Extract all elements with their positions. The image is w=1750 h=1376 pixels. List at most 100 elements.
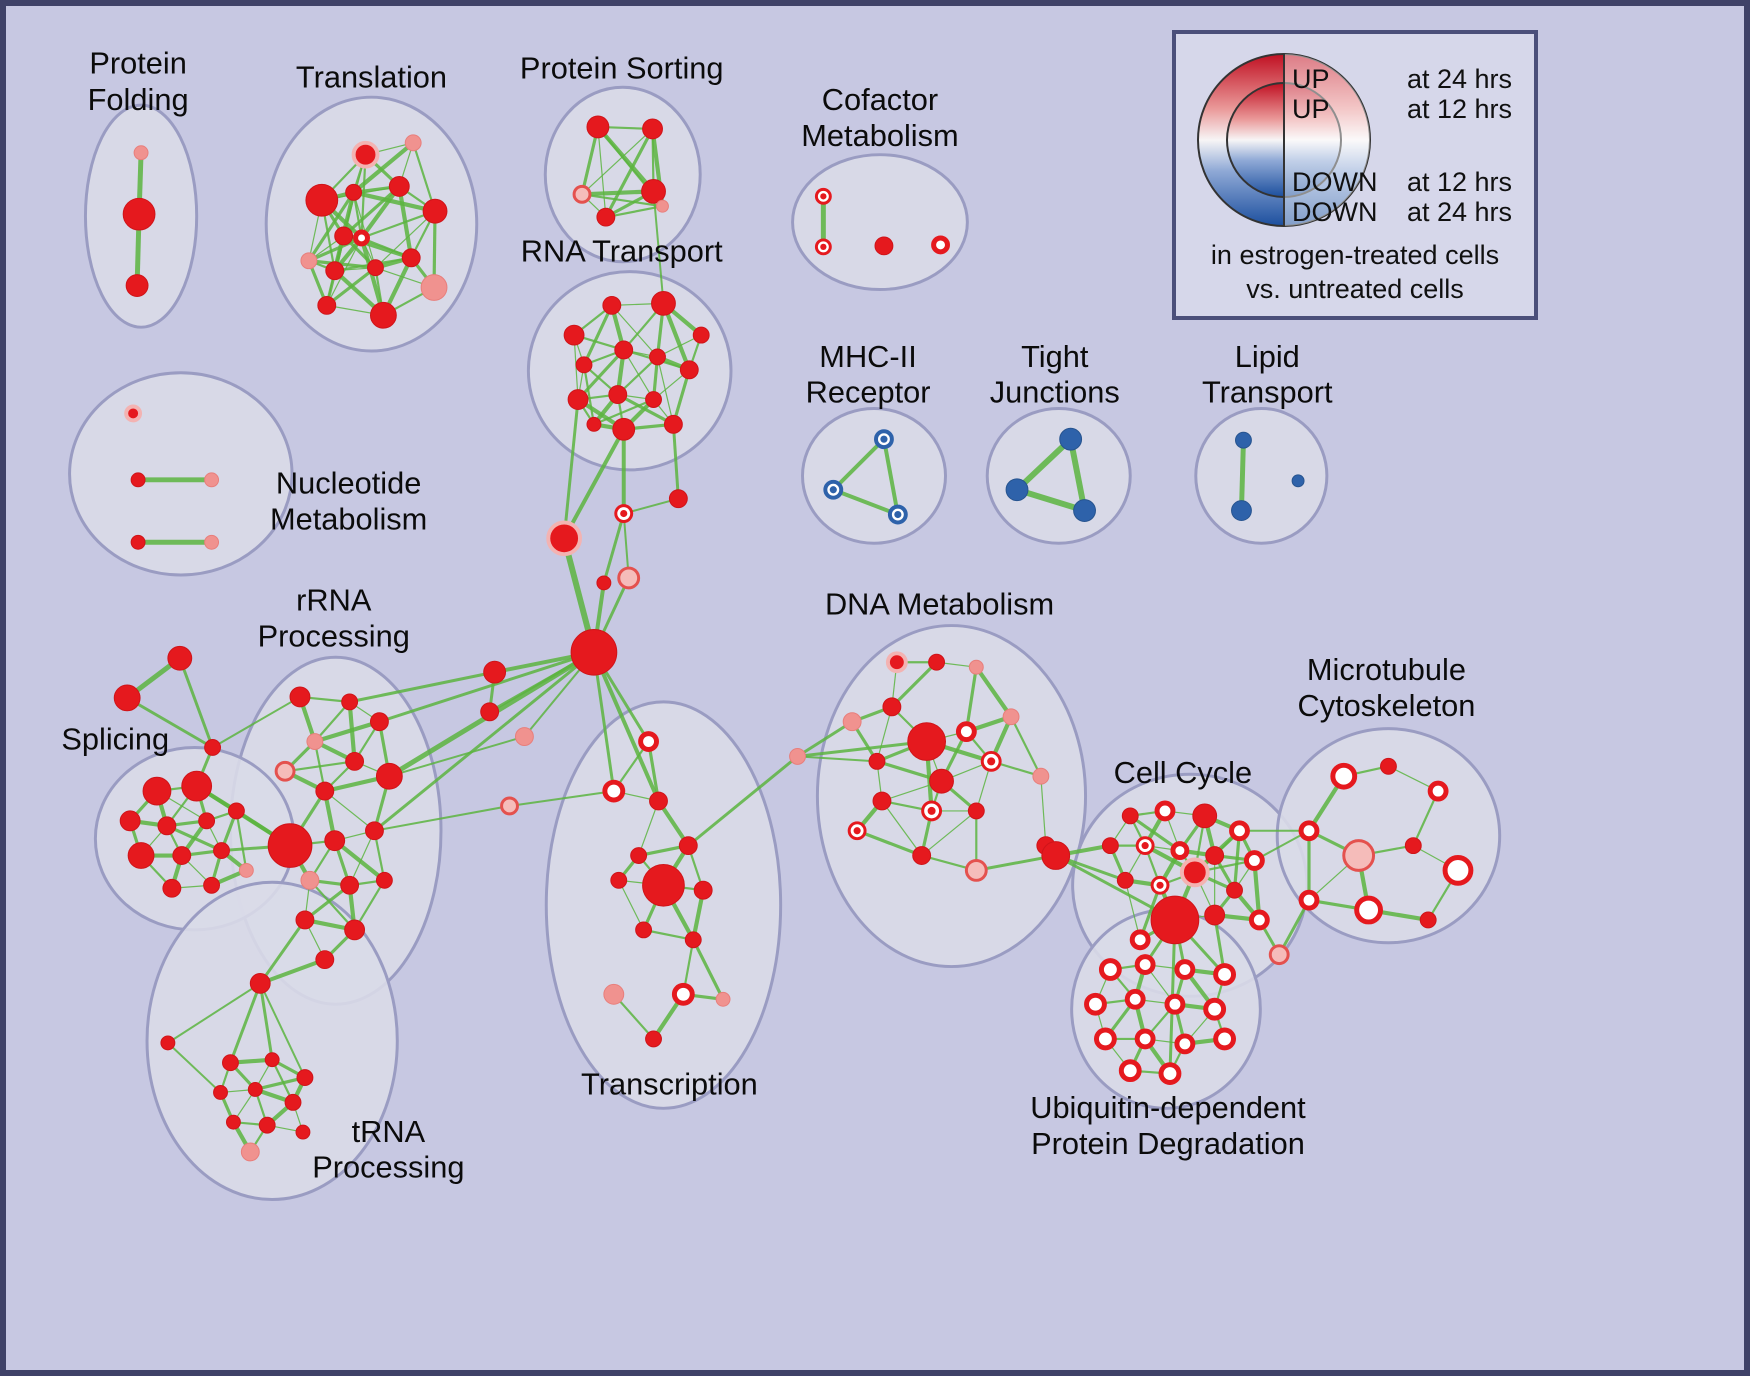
network-edge (605, 205, 663, 219)
network-node (1084, 992, 1107, 1016)
network-node (1192, 803, 1218, 829)
network-node (204, 534, 220, 550)
network-node (570, 629, 618, 676)
network-edge (562, 428, 626, 540)
network-node (264, 1052, 280, 1068)
network-node (157, 816, 177, 836)
cluster-label-ubiquitin-degradation: Ubiquitin-dependent (1030, 1090, 1306, 1125)
cluster-label-transcription: Transcription (581, 1066, 758, 1101)
network-node (964, 858, 988, 882)
network-node (300, 252, 318, 270)
network-edge (921, 810, 977, 856)
network-node (130, 534, 146, 550)
cluster-label-protein-folding: Protein (89, 45, 187, 80)
legend-faded-half (1284, 54, 1370, 226)
network-edge (333, 839, 386, 882)
network-node (649, 791, 668, 811)
network-edge (1010, 716, 1042, 777)
network-node-dot (894, 510, 902, 519)
network-node (181, 770, 213, 802)
network-node (563, 324, 585, 346)
network-node (1101, 837, 1119, 855)
cluster-label-cofactor-metabolism: Metabolism (801, 118, 958, 153)
network-node (692, 326, 710, 344)
cluster-label-rrna-processing: rRNA (296, 583, 372, 618)
network-node (912, 846, 932, 865)
network-node (325, 261, 345, 281)
network-edge (581, 193, 663, 208)
network-node (1243, 850, 1265, 871)
network-node (1116, 871, 1134, 889)
cluster-label-rna-transport: RNA Transport (521, 234, 723, 269)
network-node (1093, 1027, 1117, 1051)
network-node (572, 184, 592, 204)
cluster-label-tight-junctions: Junctions (990, 375, 1120, 410)
cluster-tight-junctions (985, 406, 1132, 545)
network-edge (349, 830, 375, 886)
network-node (645, 1030, 662, 1048)
network-edge (326, 237, 363, 306)
network-edge (1016, 486, 1086, 514)
cluster-label-nucleotide-metabolism: Metabolism (270, 501, 427, 536)
network-node (344, 919, 366, 941)
network-edge (1129, 814, 1181, 852)
network-edge (375, 210, 436, 269)
network-edge (235, 810, 248, 871)
network-node (127, 842, 155, 869)
network-node (267, 823, 313, 868)
network-node (1213, 1027, 1237, 1051)
network-edge (796, 720, 853, 758)
cluster-label-mhc-ii-receptor: MHC-II (819, 339, 916, 374)
network-edge (349, 670, 495, 704)
network-edge (881, 800, 923, 856)
network-node-dot (1141, 842, 1149, 850)
network-node (693, 880, 713, 900)
network-edge (671, 369, 691, 425)
network-node (1229, 820, 1250, 842)
network-node (649, 348, 666, 366)
network-edge (1067, 438, 1088, 512)
network-edge (671, 424, 680, 499)
network-node (715, 991, 731, 1007)
network-node (1129, 929, 1151, 951)
network-edge (342, 185, 401, 238)
legend: UP at 24 hrs UP at 12 hrs DOWN at 12 hrs… (1172, 30, 1538, 320)
network-node-dot (620, 509, 628, 518)
cluster-label-tight-junctions: Tight (1021, 339, 1089, 374)
network-edge (687, 755, 799, 847)
network-node (789, 747, 806, 765)
network-node (1354, 895, 1383, 925)
network-node (162, 878, 182, 898)
network-node (514, 727, 534, 746)
network-edge (797, 755, 878, 763)
network-node (480, 702, 500, 722)
network-edge (964, 666, 978, 732)
network-edge (303, 884, 351, 922)
network-edge (797, 740, 927, 758)
cluster-label-protein-sorting: Protein Sorting (520, 50, 724, 85)
network-node (240, 1142, 260, 1162)
network-node (225, 1114, 241, 1130)
cluster-label-trna-processing: Processing (312, 1150, 464, 1185)
network-node (1231, 500, 1252, 521)
network-node (204, 739, 222, 756)
network-edge (582, 304, 614, 366)
network-edge (656, 356, 674, 425)
network-node (868, 752, 886, 770)
network-node (315, 781, 335, 801)
network-node (928, 653, 946, 671)
network-node (483, 660, 507, 684)
network-node (1170, 841, 1190, 860)
legend-direction: DOWN (1292, 167, 1378, 197)
network-edge (212, 696, 301, 749)
network-edge (353, 192, 377, 268)
network-node (222, 1054, 239, 1072)
network-node (1342, 839, 1376, 872)
cluster-label-cell-cycle: Cell Cycle (1114, 755, 1253, 790)
network-node (1226, 881, 1243, 899)
network-node (612, 417, 636, 441)
legend-time: at 24 hrs (1406, 64, 1512, 94)
cluster-label-microtubule-cytoskeleton: Microtubule (1307, 652, 1466, 687)
legend-caption: in estrogen-treated cells vs. untreated … (1176, 238, 1534, 306)
cluster-cofactor-metabolism (791, 153, 969, 291)
